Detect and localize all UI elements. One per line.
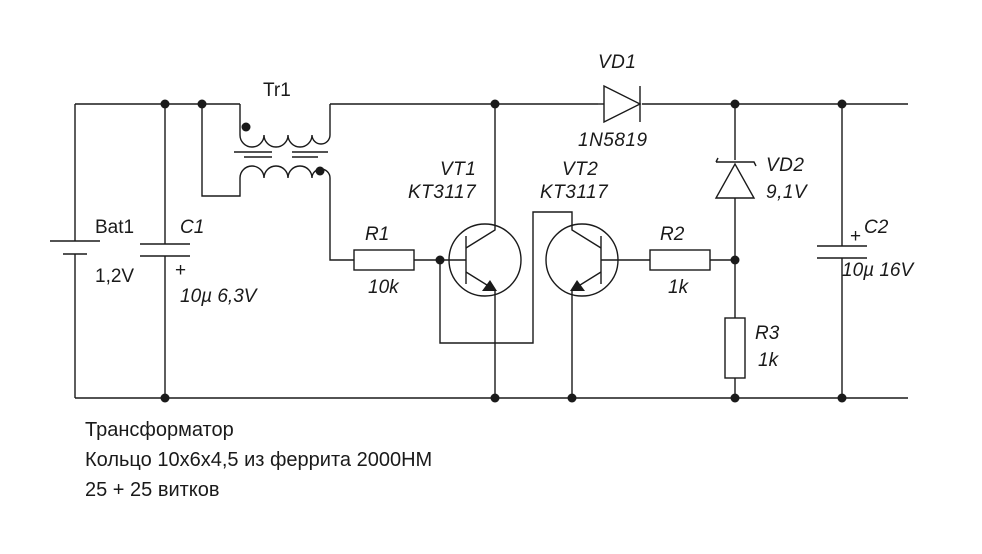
junction-dot bbox=[730, 255, 740, 265]
transistor-vt1 bbox=[448, 104, 522, 398]
junction-dot bbox=[567, 393, 577, 403]
capacitor-c2 bbox=[817, 104, 867, 398]
junction-dot bbox=[837, 393, 847, 403]
junction-dot bbox=[435, 255, 445, 265]
r2-value: 1k bbox=[668, 277, 690, 298]
c1-polarity: + bbox=[175, 260, 186, 281]
note-line-1: Трансформатор bbox=[85, 419, 234, 441]
c1-ref: C1 bbox=[180, 217, 204, 238]
transformer-dot-primary bbox=[241, 122, 251, 132]
junction-dot bbox=[490, 99, 500, 109]
junction-dot bbox=[160, 393, 170, 403]
diode-vd1 bbox=[598, 84, 642, 124]
r1-ref: R1 bbox=[365, 224, 389, 245]
r3-value: 1k bbox=[758, 350, 780, 371]
vd1-part: 1N5819 bbox=[578, 130, 648, 151]
vt1-ref: VT1 bbox=[440, 159, 476, 180]
vd2-ref: VD2 bbox=[766, 155, 804, 176]
c2-ref: C2 bbox=[864, 217, 889, 238]
capacitor-c1 bbox=[140, 104, 190, 398]
r3-ref: R3 bbox=[755, 323, 780, 344]
transformer-ref: Tr1 bbox=[263, 80, 291, 101]
c2-polarity: + bbox=[850, 226, 861, 247]
junction-dot bbox=[730, 99, 740, 109]
junction-dot bbox=[730, 393, 740, 403]
transformer-tr1 bbox=[201, 104, 354, 261]
battery-bat1 bbox=[50, 104, 100, 398]
transistor-vt2 bbox=[439, 211, 650, 398]
r1-value: 10k bbox=[368, 277, 400, 298]
resistor-r1 bbox=[353, 249, 448, 271]
vd2-value: 9,1V bbox=[766, 182, 809, 203]
vt2-ref: VT2 bbox=[562, 159, 598, 180]
junction-dots bbox=[160, 99, 847, 403]
junction-dot bbox=[837, 99, 847, 109]
note-line-3: 25 + 25 витков bbox=[85, 479, 220, 501]
c1-value: 10µ 6,3V bbox=[180, 286, 259, 307]
junction-dot bbox=[160, 99, 170, 109]
junction-dot bbox=[490, 393, 500, 403]
note-line-2: Кольцо 10х6х4,5 из феррита 2000НМ bbox=[85, 449, 432, 471]
resistor-r3 bbox=[724, 317, 746, 379]
battery-value: 1,2V bbox=[95, 266, 134, 287]
resistor-r2 bbox=[649, 249, 735, 271]
c2-value: 10µ 16V bbox=[842, 260, 915, 281]
vd1-ref: VD1 bbox=[598, 52, 636, 73]
r2-ref: R2 bbox=[660, 224, 685, 245]
transformer-dot-secondary bbox=[315, 166, 325, 176]
vt1-part: KT3117 bbox=[408, 182, 477, 203]
junction-dot bbox=[197, 99, 207, 109]
vt2-part: KT3117 bbox=[540, 182, 609, 203]
battery-ref: Bat1 bbox=[95, 217, 134, 238]
